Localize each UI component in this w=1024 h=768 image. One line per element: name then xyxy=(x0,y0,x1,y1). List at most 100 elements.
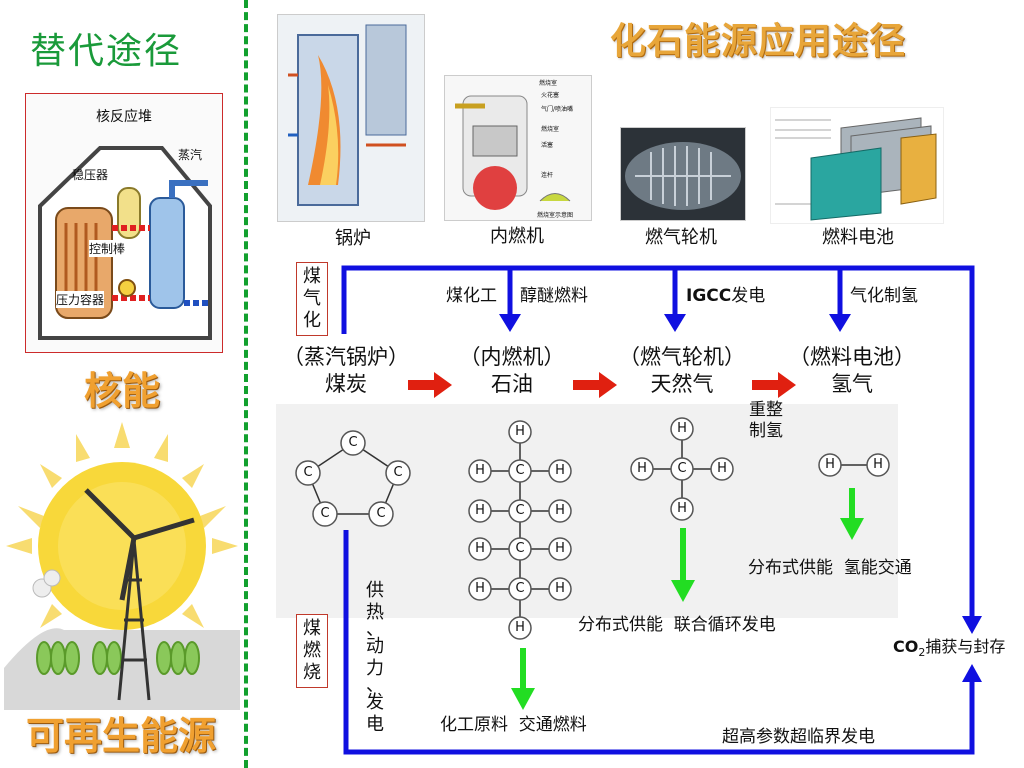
gasification-flow-line xyxy=(341,265,975,620)
oil-node-device: （内燃机） xyxy=(459,345,565,369)
gas-molecule-atoms xyxy=(630,417,734,521)
carbon-atom-label: C xyxy=(515,463,525,478)
carbon-atom-label: C xyxy=(303,465,313,480)
ccs-arrowhead-top xyxy=(962,616,982,634)
oil-molecule-atoms xyxy=(468,420,572,640)
oil-to-gas-arrow xyxy=(573,372,617,398)
ccs-arrowhead-bottom xyxy=(962,664,982,682)
hydrogen-atom-label: H xyxy=(475,503,485,518)
h2-node-fuel: 氢气 xyxy=(831,372,873,396)
alcohol-fuel-label: 醇醚燃料 xyxy=(520,286,588,306)
heat-power-char: 力 xyxy=(366,658,384,679)
gas-turbine-icon xyxy=(625,142,741,210)
gas-node-fuel: 天然气 xyxy=(650,372,714,396)
hydrogen-atom-label: H xyxy=(515,424,525,439)
hydrogen-atom-label: H xyxy=(637,461,647,476)
reactor-label-vessel: 压力容器 xyxy=(56,291,105,308)
fuel-cell-image xyxy=(770,107,944,224)
coal-node-device: （蒸汽锅炉） xyxy=(283,345,409,369)
engine-label: 燃烧室 xyxy=(541,126,560,133)
gas-node-device: （燃气轮机） xyxy=(619,345,745,369)
carbon-atom-label: C xyxy=(677,461,687,476)
alternative-paths-title: 替代途径 xyxy=(30,31,183,72)
gasify-h2-label: 气化制氢 xyxy=(850,286,918,306)
heat-power-char: 电 xyxy=(366,714,384,735)
hydrogen-atom-label: H xyxy=(677,421,687,436)
heat-power-char: 供 xyxy=(366,580,384,601)
h2-molecule-atoms xyxy=(818,453,890,477)
coal-node: （蒸汽锅炉） 煤炭 xyxy=(276,344,416,398)
combustion-box-text: 煤燃烧 xyxy=(303,618,321,683)
carbon-atom-label: C xyxy=(515,503,525,518)
carbon-atom-label: C xyxy=(376,506,386,521)
hydrogen-atom-label: H xyxy=(475,463,485,478)
carbon-atom-label: C xyxy=(515,541,525,556)
coal-chem-label: 煤化工 xyxy=(446,286,497,306)
hydrogen-atom-label: H xyxy=(873,457,883,472)
gas-uses-label: 分布式供能 联合循环发电 xyxy=(578,615,776,635)
h2-uses-label: 分布式供能 氢能交通 xyxy=(748,558,912,578)
device-caption: 锅炉 xyxy=(335,228,371,249)
coal-node-fuel: 煤炭 xyxy=(325,372,367,396)
hydrogen-atom-label: H xyxy=(555,503,565,518)
nuclear-reactor-panel: 核反应堆 蒸汽 稳压器 控制棒 压力容器 xyxy=(25,93,223,353)
oil-node: （内燃机） 石油 xyxy=(452,344,572,398)
ccs-co-text: CO xyxy=(893,637,919,656)
section-divider xyxy=(244,0,248,768)
carbon-atom-label: C xyxy=(348,435,358,450)
gasification-box-text: 煤气化 xyxy=(303,266,321,331)
heat-power-char: 热 xyxy=(366,602,384,623)
igcc-rest-text: 发电 xyxy=(731,286,766,306)
ccs-rest-text: 捕获与封存 xyxy=(925,637,1006,656)
engine-image: 燃烧室 火花塞 气门/喷油嘴 燃烧室 活塞 连杆 燃烧室示意图 xyxy=(444,75,592,221)
reactor-label-control-rods: 控制棒 xyxy=(89,240,126,257)
hydrogen-atom-label: H xyxy=(825,457,835,472)
hydrogen-atom-label: H xyxy=(475,581,485,596)
reforming-line-2: 制氢 xyxy=(749,421,783,441)
heat-power-char: 、 xyxy=(366,675,384,696)
hydrogen-atom-label: H xyxy=(555,463,565,478)
heat-power-label: 供 热 、 动 力 、 发 电 xyxy=(364,580,386,736)
oil-node-fuel: 石油 xyxy=(491,372,533,396)
gas-turbine-image xyxy=(620,127,746,221)
reactor-label-steam: 蒸汽 xyxy=(178,148,203,162)
engine-label: 活塞 xyxy=(541,142,554,149)
hydrogen-atom-label: H xyxy=(475,541,485,556)
carbon-atom-label: C xyxy=(393,465,403,480)
gas-to-h2-arrow xyxy=(752,372,796,398)
reactor-panel-title: 核反应堆 xyxy=(96,109,152,125)
engine-cutaway-icon xyxy=(455,95,571,210)
coal-molecule-atoms xyxy=(295,430,411,527)
device-caption: 燃气轮机 xyxy=(645,227,717,248)
hydrogen-atom-label: H xyxy=(555,581,565,596)
hydrogen-atom-label: H xyxy=(717,461,727,476)
heat-power-char: 动 xyxy=(366,636,384,657)
heat-power-char: 发 xyxy=(366,692,384,713)
engine-label: 燃烧室 xyxy=(539,80,558,87)
engine-label: 连杆 xyxy=(541,172,554,179)
coal-to-oil-arrow xyxy=(408,372,452,398)
igcc-label: IGCC发电 xyxy=(686,281,765,306)
igcc-bold-text: IGCC xyxy=(686,286,732,306)
gas-node: （燃气轮机） 天然气 xyxy=(614,344,750,398)
fuel-cell-stack-icon xyxy=(775,117,937,221)
heat-power-char: 、 xyxy=(366,619,384,640)
ccs-sub-text: 2 xyxy=(918,646,926,660)
coal-gasification-box: 煤气化 xyxy=(296,262,328,336)
supercritical-label: 超高参数超临界发电 xyxy=(722,727,875,747)
h2-node-device: （燃料电池） xyxy=(789,345,915,369)
engine-label: 火花塞 xyxy=(541,92,560,99)
hydrogen-atom-label: H xyxy=(555,541,565,556)
renewable-energy-label: 可再生能源 xyxy=(26,714,217,758)
reforming-line-1: 重整 xyxy=(749,400,783,420)
carbon-atom-label: C xyxy=(320,506,330,521)
device-caption: 燃料电池 xyxy=(822,227,894,248)
fossil-energy-paths-title: 化石能源应用途径 xyxy=(610,21,907,62)
nuclear-energy-label: 核能 xyxy=(84,369,161,413)
coal-combustion-box: 煤燃烧 xyxy=(296,614,328,688)
carbon-atom-label: C xyxy=(515,581,525,596)
hydrogen-atom-label: H xyxy=(515,620,525,635)
reactor-label-pressurizer: 稳压器 xyxy=(72,168,109,182)
hydrogen-atom-label: H xyxy=(677,501,687,516)
